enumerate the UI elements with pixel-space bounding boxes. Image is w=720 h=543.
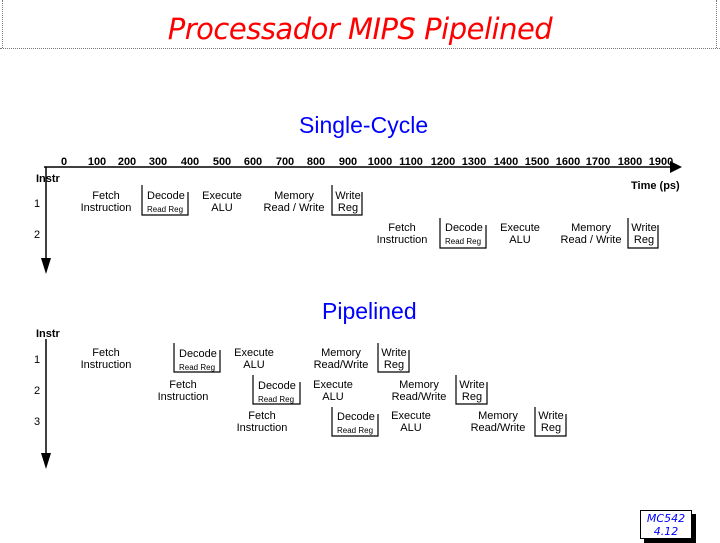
time-axis-label: Time (ps): [631, 180, 680, 192]
pl2-write-outline: [455, 375, 488, 405]
footer-badge: MC542 4.12: [640, 510, 692, 539]
time-tick: 1300: [461, 156, 487, 168]
sc1-decode-outline: [141, 185, 189, 216]
time-tick: 600: [243, 156, 263, 168]
time-tick: 700: [275, 156, 295, 168]
time-tick: 1700: [585, 156, 611, 168]
title-divider: [0, 48, 720, 49]
time-tick: 1400: [493, 156, 519, 168]
sc2-decode-outline: [439, 218, 487, 249]
pipelined-instr-label: Instr: [36, 328, 60, 340]
time-tick: 300: [148, 156, 168, 168]
time-tick: 1900: [648, 156, 674, 168]
single-cycle-arrowhead: [41, 258, 51, 274]
time-axis-arrowhead: [670, 161, 682, 173]
time-tick: 1100: [399, 156, 423, 168]
pipelined-row-number: 1: [34, 354, 41, 366]
single-cycle-row-number: 1: [34, 198, 41, 210]
border-right: [716, 0, 717, 48]
time-tick: 400: [180, 156, 200, 168]
single-cycle-heading: Single-Cycle: [299, 112, 429, 138]
slide-number: 4.12: [653, 525, 679, 538]
time-tick: 100: [87, 156, 107, 168]
time-tick: 1600: [555, 156, 581, 168]
time-tick: 1500: [524, 156, 550, 168]
time-tick: 900: [338, 156, 358, 168]
pl1-write-outline: [377, 343, 410, 373]
sc2-write-outline: [627, 218, 659, 249]
time-tick: 500: [212, 156, 232, 168]
pipelined-row-number: 2: [34, 385, 41, 397]
time-tick: 1800: [617, 156, 643, 168]
pl1-decode-outline: [173, 343, 221, 373]
pl3-decode-outline: [331, 407, 379, 437]
single-cycle-instr-label: Instr: [36, 173, 60, 185]
time-tick: 0: [60, 156, 68, 168]
pipelined-heading: Pipelined: [322, 298, 417, 324]
pl2-decode-outline: [252, 375, 301, 405]
time-tick: 1200: [430, 156, 456, 168]
time-tick: 200: [117, 156, 137, 168]
time-tick: 1000: [367, 156, 393, 168]
single-cycle-row-number: 2: [34, 229, 41, 241]
pl3-write-outline: [534, 407, 567, 437]
pipelined-row-number: 3: [34, 416, 41, 428]
time-tick: 800: [306, 156, 326, 168]
sc1-write-outline: [331, 185, 363, 216]
border-left: [2, 0, 3, 48]
page-title: Processador MIPS Pipelined: [167, 12, 553, 46]
pipelined-arrowhead: [41, 453, 51, 469]
course-code: MC542: [646, 512, 686, 525]
